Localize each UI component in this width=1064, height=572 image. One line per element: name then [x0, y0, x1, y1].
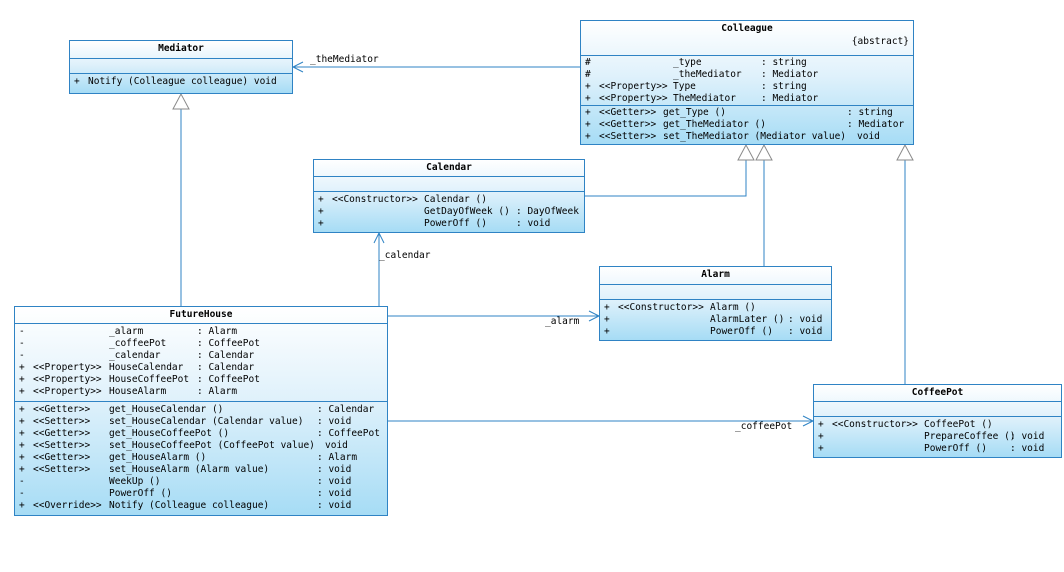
operation-row: + <<Setter>> set_HouseCoffeePot (CoffeeP… — [19, 440, 348, 451]
operation-row: + PrepareCoffee () : void — [818, 431, 1045, 442]
operation-row: + <<Setter>> set_HouseAlarm (Alarm value… — [19, 464, 352, 475]
operation-row: + PowerOff () : void — [318, 218, 551, 229]
attribute-row: + <<Property>> HouseAlarm : Alarm — [19, 386, 238, 397]
operation-row: + <<Constructor>> Calendar () — [318, 194, 487, 205]
operation-row: + <<Constructor>> CoffeePot () — [818, 419, 993, 430]
attributes-section: # _type : string # _theMediator : Mediat… — [581, 55, 913, 105]
attributes-section — [814, 401, 1061, 416]
operation-row: + GetDayOfWeek () : DayOfWeek — [318, 206, 579, 217]
operation-row: + Notify (Colleague colleague) void — [74, 76, 277, 87]
class-name: Mediator — [158, 43, 204, 54]
attributes-section: - _alarm : Alarm - _coffeePot : CoffeePo… — [15, 323, 387, 401]
label-calendar: _calendar — [379, 250, 431, 261]
triangle-colleague-coffeepot — [896, 143, 914, 161]
operations-section: + <<Getter>> get_Type () : string + <<Ge… — [581, 105, 913, 143]
attribute-row: + <<Property>> HouseCalendar : Calendar — [19, 362, 255, 373]
attributes-section — [314, 176, 584, 191]
triangle-colleague-alarm — [755, 143, 773, 161]
connector-lines — [172, 61, 914, 427]
label-alarm: _alarm — [545, 316, 580, 327]
class-coffeepot[interactable]: CoffeePot + <<Constructor>> CoffeePot ()… — [813, 384, 1062, 458]
operation-row: + PowerOff () : void — [818, 443, 1045, 454]
attribute-row: - _alarm : Alarm — [19, 326, 238, 337]
operation-row: + <<Getter>> get_Type () : string — [585, 107, 893, 118]
attribute-row: + <<Property>> TheMediator : Mediator — [585, 93, 819, 104]
attribute-row: # _type : string — [585, 57, 807, 68]
attributes-section — [70, 58, 292, 73]
class-mediator[interactable]: Mediator + Notify (Colleague colleague) … — [69, 40, 293, 94]
class-name: Alarm — [701, 269, 730, 280]
label-coffee-pot: _coffeePot — [735, 421, 793, 432]
class-futurehouse[interactable]: FutureHouse - _alarm : Alarm - _coffeePo… — [14, 306, 388, 516]
attributes-section — [600, 284, 831, 299]
class-calendar[interactable]: Calendar + <<Constructor>> Calendar () +… — [313, 159, 585, 233]
class-name: Calendar — [426, 162, 472, 173]
triangle-mediator — [172, 92, 190, 110]
operation-row: + <<Override>> Notify (Colleague colleag… — [19, 500, 352, 511]
operations-section: + <<Constructor>> CoffeePot () + Prepare… — [814, 416, 1061, 455]
label-the-mediator: _theMediator — [310, 54, 379, 65]
class-name: Colleague — [721, 23, 773, 34]
operations-section: + Notify (Colleague colleague) void — [70, 73, 292, 88]
operation-row: + <<Getter>> get_HouseCoffeePot () : Cof… — [19, 428, 380, 439]
operation-row: + <<Getter>> get_HouseCalendar () : Cale… — [19, 404, 375, 415]
generalization-calendar-colleague — [585, 160, 747, 197]
arrowhead-calendar — [373, 231, 385, 244]
class-name: CoffeePot — [911, 387, 964, 398]
operation-row: - PowerOff () : void — [19, 488, 352, 499]
attribute-row: + <<Property>> HouseCoffeePot : CoffeePo… — [19, 374, 260, 385]
operation-row: - WeekUp () : void — [19, 476, 352, 487]
abstract-stereotype: {abstract} — [851, 36, 909, 47]
arrowhead-mediator — [291, 61, 304, 73]
operations-section: + <<Constructor>> Alarm () + AlarmLater … — [600, 299, 831, 338]
attribute-row: + <<Property>> Type : string — [585, 81, 807, 92]
triangle-colleague-calendar — [737, 143, 755, 161]
class-name: FutureHouse — [169, 309, 233, 320]
operation-row: + AlarmLater () : void — [604, 314, 823, 325]
attribute-row: - _coffeePot : CoffeePot — [19, 338, 260, 349]
operation-row: + <<Constructor>> Alarm () — [604, 302, 756, 313]
attribute-row: - _calendar : Calendar — [19, 350, 255, 361]
operation-row: + <<Setter>> set_HouseCalendar (Calendar… — [19, 416, 352, 427]
operation-row: + <<Getter>> get_TheMediator () : Mediat… — [585, 119, 905, 130]
operation-row: + PowerOff () : void — [604, 326, 823, 337]
operation-row: + <<Getter>> get_HouseAlarm () : Alarm — [19, 452, 358, 463]
class-colleague[interactable]: Colleague {abstract} # _type : string # … — [580, 20, 914, 145]
class-alarm[interactable]: Alarm + <<Constructor>> Alarm () + Alarm… — [599, 266, 832, 341]
operations-section: + <<Constructor>> Calendar () + GetDayOf… — [314, 191, 584, 230]
operation-row: + <<Setter>> set_TheMediator (Mediator v… — [585, 131, 880, 142]
attribute-row: # _theMediator : Mediator — [585, 69, 819, 80]
operations-section: + <<Getter>> get_HouseCalendar () : Cale… — [15, 401, 387, 512]
